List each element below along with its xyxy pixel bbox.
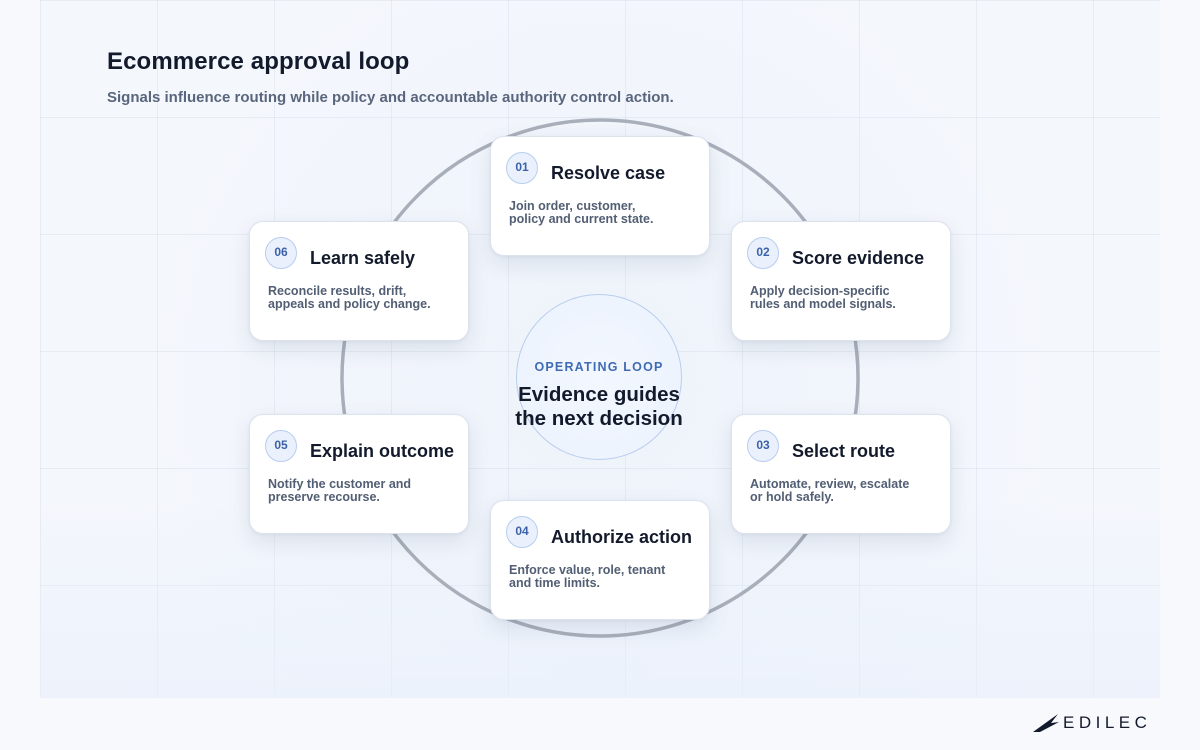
step-title: Resolve case bbox=[551, 163, 666, 183]
brand-logo: EDILEC bbox=[1032, 712, 1156, 734]
loop-hub: OPERATING LOOP Evidence guides the next … bbox=[515, 294, 683, 460]
step-description: Join order, customer, policy and current… bbox=[509, 200, 699, 226]
hub-statement-line-2: the next decision bbox=[515, 407, 683, 430]
step-description-line-2: rules and model signals. bbox=[750, 297, 896, 311]
step-description-line-2: preserve recourse. bbox=[268, 490, 380, 504]
step-title: Explain outcome bbox=[310, 441, 455, 461]
step-card-learn-safely: 06 Learn safely Reconcile results, drift… bbox=[249, 221, 469, 341]
page-subtitle: Signals influence routing while policy a… bbox=[107, 89, 674, 106]
step-number-badge: 04 bbox=[506, 516, 538, 548]
step-description: Reconcile results, drift, appeals and po… bbox=[268, 285, 458, 311]
step-card-select-route: 03 Select route Automate, review, escala… bbox=[731, 414, 951, 534]
step-title: Score evidence bbox=[792, 248, 925, 268]
step-description-line-1: Enforce value, role, tenant bbox=[509, 563, 666, 577]
step-card-score-evidence: 02 Score evidence Apply decision-specifi… bbox=[731, 221, 951, 341]
step-description-line-1: Notify the customer and bbox=[268, 477, 412, 491]
brand-mark-icon bbox=[1033, 714, 1059, 732]
step-number-badge: 01 bbox=[506, 152, 538, 184]
hub-statement-line-1: Evidence guides bbox=[518, 383, 680, 406]
step-card-explain-outcome: 05 Explain outcome Notify the customer a… bbox=[249, 414, 469, 534]
step-description: Apply decision-specific rules and model … bbox=[750, 285, 940, 311]
step-description-line-1: Join order, customer, bbox=[509, 199, 636, 213]
step-description-line-2: appeals and policy change. bbox=[268, 297, 431, 311]
hub-statement: Evidence guides the next decision bbox=[497, 383, 701, 431]
brand-name: EDILEC bbox=[1063, 713, 1152, 732]
loop-ring-circle bbox=[340, 118, 860, 638]
step-number-badge: 03 bbox=[747, 430, 779, 462]
step-number-badge: 06 bbox=[265, 237, 297, 269]
step-description: Notify the customer and preserve recours… bbox=[268, 478, 458, 504]
step-description-line-2: policy and current state. bbox=[509, 212, 654, 226]
step-description-line-1: Automate, review, escalate bbox=[750, 477, 910, 491]
step-card-authorize-action: 04 Authorize action Enforce value, role,… bbox=[490, 500, 710, 620]
step-description-line-2: or hold safely. bbox=[750, 490, 834, 504]
step-description: Enforce value, role, tenant and time lim… bbox=[509, 564, 699, 590]
step-number-badge: 02 bbox=[747, 237, 779, 269]
step-description-line-1: Reconcile results, drift, bbox=[268, 284, 407, 298]
step-card-resolve-case: 01 Resolve case Join order, customer, po… bbox=[490, 136, 710, 256]
step-number-badge: 05 bbox=[265, 430, 297, 462]
step-title: Learn safely bbox=[310, 248, 416, 268]
step-description: Automate, review, escalate or hold safel… bbox=[750, 478, 940, 504]
step-description-line-2: and time limits. bbox=[509, 576, 600, 590]
step-description-line-1: Apply decision-specific bbox=[750, 284, 890, 298]
step-title: Authorize action bbox=[551, 527, 693, 547]
page-title: Ecommerce approval loop bbox=[107, 48, 410, 75]
step-title: Select route bbox=[792, 441, 896, 461]
hub-eyebrow: OPERATING LOOP bbox=[534, 360, 664, 374]
